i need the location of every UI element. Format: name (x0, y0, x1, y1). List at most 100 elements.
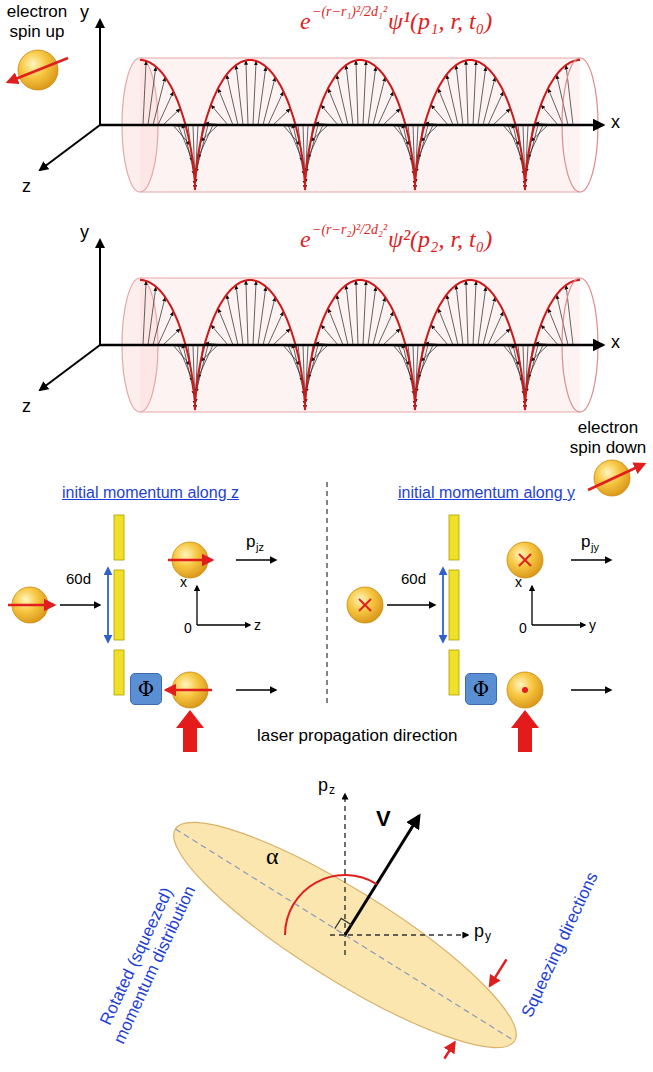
momentum-ellipse (335, 918, 352, 928)
double-slit-setup (449, 515, 459, 560)
field-vector (163, 329, 180, 346)
field-vector (473, 281, 476, 345)
distribution-label: Rotated (squeezed) momentum distribution (88, 868, 202, 1052)
helix-beam (122, 58, 598, 412)
field-vector (158, 91, 173, 125)
field-vector (246, 280, 248, 345)
axes-top (99, 20, 101, 125)
double-slit-setup (522, 687, 528, 693)
formula-exponent: −(r−r₂)²/2d₂² (312, 222, 387, 238)
field-vector (236, 65, 243, 125)
field-vector (346, 285, 353, 345)
field-vector (541, 325, 558, 345)
formula-exponent: −(r−r₁)²/2d₁² (312, 4, 387, 20)
field-vector (143, 281, 146, 345)
beam-cylinder (140, 57, 580, 58)
field-vector (356, 60, 358, 125)
field-vector (378, 311, 393, 345)
double-slit-setup (571, 689, 611, 691)
field-vector (258, 67, 266, 125)
field-vector (466, 60, 468, 125)
axis-label: y (80, 222, 89, 243)
double-slit-setup (168, 559, 212, 562)
field-vector (431, 325, 448, 345)
field-vector (456, 285, 463, 345)
field-vector (478, 67, 486, 125)
beam-cylinder (140, 411, 580, 412)
field-vector (337, 295, 348, 345)
momentum-subscript: jy (591, 541, 599, 554)
origin-label: 0 (519, 620, 527, 636)
field-vector (143, 61, 146, 125)
double-slit-setup (507, 542, 543, 578)
field-vector (373, 297, 385, 345)
axis-subscript: z (329, 784, 335, 798)
field-vector (478, 287, 486, 345)
field-vector (431, 105, 448, 125)
phase-box: Φ (465, 673, 497, 705)
double-slit-setup (359, 599, 371, 611)
field-vector (483, 297, 495, 345)
axis-label: z (22, 396, 31, 417)
double-slit-setup (196, 586, 197, 625)
field-vector (236, 285, 243, 345)
double-slit-setup (114, 570, 124, 640)
axis-label: x (515, 574, 522, 590)
beam-cylinder (140, 277, 580, 278)
field-vector (253, 281, 256, 345)
field-vector (473, 61, 476, 125)
double-slit-setup (442, 568, 444, 642)
momentum-ellipse (330, 934, 468, 935)
field-vector (148, 287, 156, 345)
double-slit-setup (326, 482, 327, 705)
double-slit-setup (532, 624, 585, 625)
axis-label: p (474, 921, 484, 942)
origin-label: 0 (184, 620, 192, 636)
axes-top (100, 124, 603, 127)
squeezing-label: Squeezing directions (518, 869, 602, 1020)
momentum-subscript: jz (256, 541, 264, 554)
field-vector (373, 77, 385, 125)
momentum-ellipse (152, 791, 539, 1072)
field-vector (227, 75, 238, 125)
double-slit-setup (176, 710, 204, 752)
double-slit-setup (449, 570, 459, 640)
field-vector (566, 65, 573, 125)
angle-label: α (266, 843, 279, 871)
field-vector (148, 67, 156, 125)
double-slit-setup (449, 650, 459, 695)
double-slit-setup (197, 624, 250, 625)
momentum-ellipse (444, 1043, 454, 1059)
field-vector (383, 109, 400, 126)
axes-bottom (100, 344, 603, 347)
axis-label: y (80, 2, 89, 23)
double-slit-setup (8, 482, 611, 752)
formula-wavefunction: ψ²(p₂, r, t₀) (388, 226, 492, 254)
momentum-label: p (581, 532, 590, 552)
axes-top (40, 125, 100, 170)
double-slit-setup (114, 650, 124, 695)
beam-cylinder (140, 191, 580, 192)
field-vector (456, 65, 463, 125)
formula-wavefunction: ψ¹(p₁, r, t₀) (388, 8, 492, 36)
double-slit-setup (166, 689, 212, 692)
phase-box: Φ (130, 673, 162, 705)
electron-sphere (588, 464, 644, 490)
electron-sphere (8, 50, 644, 496)
field-vector (466, 280, 468, 345)
double-slit-setup (236, 689, 276, 691)
momentum-ellipse (490, 959, 507, 985)
double-slit-setup (107, 568, 109, 642)
field-vector (321, 105, 338, 125)
field-vector (153, 77, 165, 125)
double-slit-setup (359, 599, 371, 611)
field-vector (268, 311, 283, 345)
double-slit-setup (8, 604, 54, 607)
field-vector (246, 60, 248, 125)
axes-bottom (40, 345, 100, 390)
field-vector (258, 287, 266, 345)
field-vector (273, 329, 290, 346)
field-vector (158, 311, 173, 345)
double-slit-setup (511, 710, 539, 752)
